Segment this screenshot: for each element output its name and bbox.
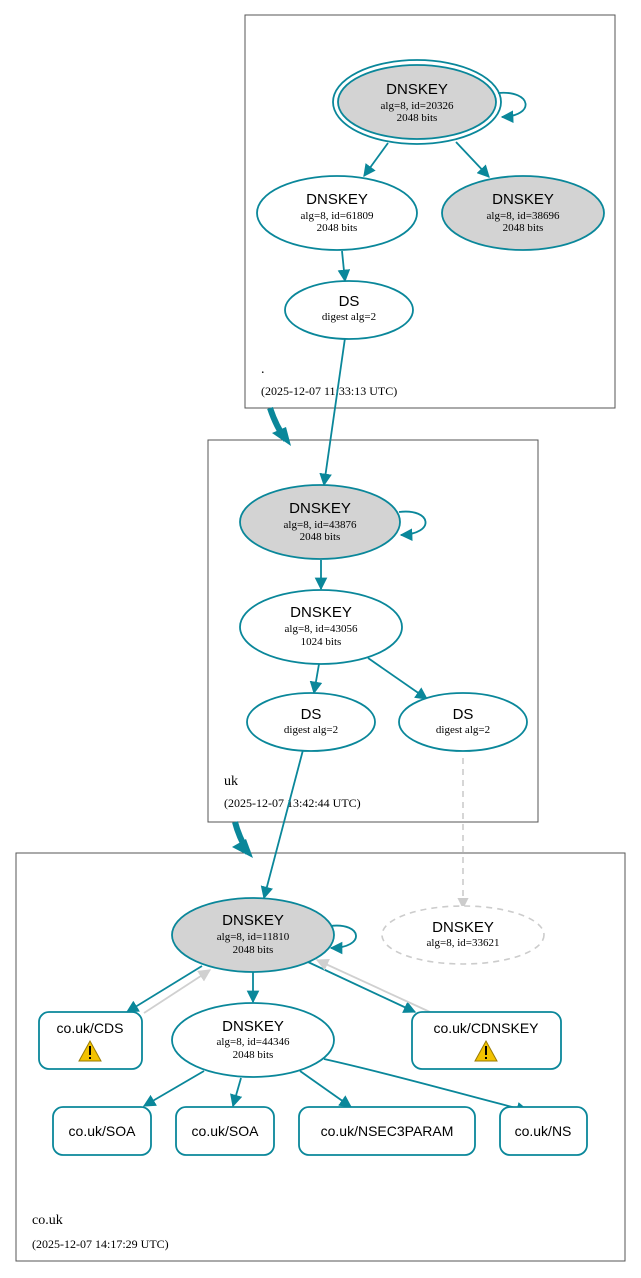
node-uk-zsk-line2: 1024 bits — [301, 636, 342, 648]
edge-uk-zsk-ds1 — [309, 663, 323, 695]
node-root-ds: DS digest alg=2 — [284, 280, 414, 340]
node-uk-ds1: DS digest alg=2 — [246, 692, 376, 752]
zone-root-name: . — [261, 362, 265, 377]
zone-root-timestamp: (2025-12-07 11:33:13 UTC) — [261, 384, 397, 398]
delegation-uk-couk — [232, 821, 253, 858]
edge-couk-zsk-nsec3param — [299, 1070, 353, 1108]
node-root-ksk-line2: 2048 bits — [397, 112, 438, 124]
edge-root-ksk-zsk1 — [363, 142, 389, 178]
node-root-ds-title: DS — [339, 293, 360, 310]
record-ns-label: co.uk/NS — [515, 1123, 572, 1139]
node-couk-zsk-title: DNSKEY — [222, 1018, 284, 1035]
record-ns: co.uk/NS — [499, 1106, 588, 1156]
node-root-ksk: DNSKEY alg=8, id=20326 2048 bits — [332, 59, 502, 145]
node-couk-ksk-title: DNSKEY — [222, 912, 284, 929]
record-nsec3param-label: co.uk/NSEC3PARAM — [321, 1123, 454, 1139]
edge-couk-zsk-ns — [323, 1058, 530, 1115]
node-uk-ksk: DNSKEY alg=8, id=43876 2048 bits — [239, 484, 401, 560]
edge-cdnskey-couk-ksk — [315, 959, 431, 1013]
node-uk-zsk-title: DNSKEY — [290, 604, 352, 621]
record-cdnskey-label: co.uk/CDNSKEY — [433, 1020, 539, 1036]
record-cdnskey: co.uk/CDNSKEY — [411, 1011, 562, 1070]
record-soa-1: co.uk/SOA — [52, 1106, 152, 1156]
edge-couk-ksk-self — [329, 924, 357, 955]
node-root-zsk2-line2: 2048 bits — [503, 222, 544, 234]
node-uk-ds1-title: DS — [301, 706, 322, 723]
edge-uk-ds1-couk-ksk — [260, 749, 304, 900]
record-soa-2-label: co.uk/SOA — [192, 1123, 260, 1139]
zone-uk-timestamp: (2025-12-07 13:42:44 UTC) — [224, 796, 361, 810]
node-couk-ksk: DNSKEY alg=8, id=11810 2048 bits — [171, 897, 335, 973]
zone-uk-name: uk — [224, 774, 238, 789]
node-uk-ksk-line2: 2048 bits — [300, 531, 341, 543]
node-couk-ksk-line2: 2048 bits — [233, 944, 274, 956]
edges — [125, 92, 530, 1115]
node-uk-zsk: DNSKEY alg=8, id=43056 1024 bits — [239, 589, 403, 665]
node-uk-ksk-line1: alg=8, id=43876 — [284, 519, 357, 531]
edge-cds-couk-ksk — [143, 969, 212, 1014]
edge-couk-zsk-soa1 — [142, 1070, 205, 1107]
edge-root-ds-uk-ksk — [319, 337, 346, 487]
warning-icon — [78, 1039, 102, 1062]
record-nsec3param: co.uk/NSEC3PARAM — [298, 1106, 476, 1156]
node-uk-ds2-line1: digest alg=2 — [436, 724, 490, 736]
node-couk-missing-dnskey-title: DNSKEY — [432, 919, 494, 936]
edge-root-ksk-zsk2 — [455, 141, 490, 178]
warning-icon — [474, 1039, 498, 1062]
node-uk-ds1-line1: digest alg=2 — [284, 724, 338, 736]
node-couk-zsk-line1: alg=8, id=44346 — [217, 1036, 290, 1048]
node-root-ksk-title: DNSKEY — [386, 81, 448, 98]
record-soa-1-label: co.uk/SOA — [69, 1123, 137, 1139]
edge-couk-ksk-cds — [125, 965, 203, 1013]
node-uk-ds2-title: DS — [453, 706, 474, 723]
node-couk-missing-dnskey-line1: alg=8, id=33621 — [427, 937, 500, 949]
edge-uk-zsk-ds2 — [367, 657, 429, 700]
delegation-root-uk — [267, 407, 291, 446]
node-root-zsk1-line1: alg=8, id=61809 — [301, 210, 374, 222]
zone-couk-timestamp: (2025-12-07 14:17:29 UTC) — [32, 1237, 169, 1251]
edge-root-zsk1-ds — [337, 250, 351, 283]
node-uk-ksk-title: DNSKEY — [289, 500, 351, 517]
node-root-ksk-line1: alg=8, id=20326 — [381, 100, 454, 112]
edge-root-ksk-self — [497, 92, 527, 123]
zone-couk-name: co.uk — [32, 1213, 63, 1228]
node-root-zsk1-line2: 2048 bits — [317, 222, 358, 234]
node-root-zsk1-title: DNSKEY — [306, 191, 368, 208]
edge-uk-ksk-self — [398, 510, 427, 541]
node-root-zsk2-title: DNSKEY — [492, 191, 554, 208]
record-cds-label: co.uk/CDS — [57, 1020, 124, 1036]
node-root-zsk2: DNSKEY alg=8, id=38696 2048 bits — [441, 175, 605, 251]
node-couk-zsk-line2: 2048 bits — [233, 1049, 274, 1061]
record-cds: co.uk/CDS — [38, 1011, 143, 1070]
node-couk-zsk: DNSKEY alg=8, id=44346 2048 bits — [171, 1002, 335, 1078]
node-root-zsk2-line1: alg=8, id=38696 — [487, 210, 560, 222]
node-couk-ksk-line1: alg=8, id=11810 — [217, 931, 290, 943]
node-uk-ds2: DS digest alg=2 — [398, 692, 528, 752]
node-uk-zsk-line1: alg=8, id=43056 — [285, 623, 358, 635]
record-soa-2: co.uk/SOA — [175, 1106, 275, 1156]
node-root-zsk1: DNSKEY alg=8, id=61809 2048 bits — [256, 175, 418, 251]
node-root-ds-line1: digest alg=2 — [322, 311, 376, 323]
edge-couk-zsk-soa2 — [230, 1077, 243, 1108]
node-couk-missing-dnskey: DNSKEY alg=8, id=33621 — [381, 905, 545, 965]
